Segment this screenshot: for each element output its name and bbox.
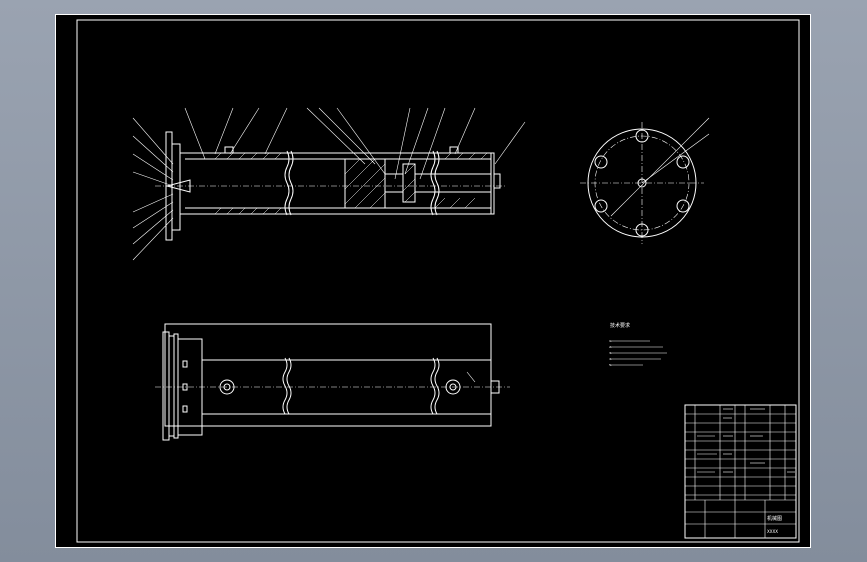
drawing-code: XXXX [767,529,778,534]
note-line-4: 4. [609,357,612,361]
section-view [132,107,526,261]
drawing-sheet: 技术要求 1. 2. 3. 4. 5. [55,14,811,548]
note-line-5: 5. [609,363,612,367]
plan-view [155,323,510,441]
note-line-2: 2. [609,345,612,349]
note-line-3: 3. [609,351,612,355]
drawing-canvas: 技术要求 1. 2. 3. 4. 5. [55,14,811,548]
title-block: 机械图 XXXX [684,404,797,539]
technical-notes: 技术要求 1. 2. 3. 4. 5. [609,322,667,367]
drawing-frame [76,19,800,543]
notes-heading: 技术要求 [610,322,630,329]
note-line-1: 1. [609,339,612,343]
end-view [580,117,710,244]
drawing-title: 机械图 [767,515,782,522]
sheet-border [55,14,811,548]
